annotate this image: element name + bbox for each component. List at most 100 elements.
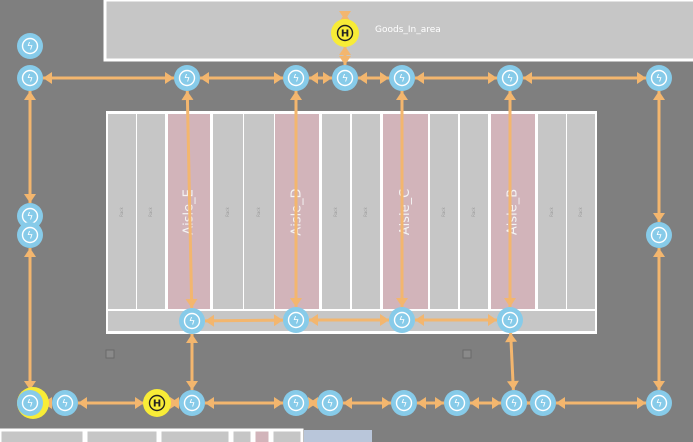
charging-node-icon[interactable]: ϟ — [497, 65, 523, 91]
node-glyph: ϟ — [327, 399, 334, 410]
charging-node-icon[interactable]: ϟ — [17, 65, 43, 91]
node-glyph: ϟ — [656, 231, 663, 242]
rack-label: Rack — [363, 206, 368, 216]
charging-node-icon[interactable]: ϟ — [501, 390, 527, 416]
path-arrow-icon — [185, 298, 198, 309]
node-glyph: ϟ — [189, 317, 196, 328]
node-glyph: ϟ — [511, 399, 518, 410]
rack-column[interactable] — [322, 114, 350, 309]
path-arrow-icon — [358, 72, 367, 84]
home-station-icon[interactable]: H — [331, 19, 359, 47]
rack-column[interactable] — [567, 114, 595, 309]
path-arrow-icon — [309, 72, 318, 84]
path-arrow-icon — [43, 72, 52, 84]
path-arrow-icon — [505, 332, 518, 343]
path-arrow-icon — [290, 298, 302, 307]
charging-node-icon[interactable]: ϟ — [52, 390, 78, 416]
charging-node-icon[interactable]: ϟ — [391, 390, 417, 416]
charging-node-icon[interactable]: ϟ — [389, 307, 415, 333]
node-glyph: ϟ — [189, 399, 196, 410]
rack-column[interactable] — [213, 114, 243, 309]
rack-column[interactable] — [137, 114, 165, 309]
path-arrow-icon — [24, 381, 36, 390]
charging-node-icon[interactable]: ϟ — [174, 65, 200, 91]
goods-in-area[interactable] — [103, 0, 693, 62]
node-glyph: ϟ — [293, 399, 300, 410]
charging-node-icon[interactable]: ϟ — [17, 33, 43, 59]
charging-node-icon[interactable]: ϟ — [530, 390, 556, 416]
bottom-zone-5 — [252, 428, 272, 442]
charging-node-icon[interactable]: ϟ — [283, 307, 309, 333]
route-segment[interactable] — [509, 332, 515, 391]
home-glyph: H — [341, 29, 349, 40]
home-station-icon[interactable]: H — [143, 389, 171, 417]
path-arrow-icon — [653, 381, 665, 390]
charging-node-icon[interactable]: ϟ — [444, 390, 470, 416]
charging-node-icon[interactable]: ϟ — [179, 390, 205, 416]
charging-node-icon[interactable]: ϟ — [389, 65, 415, 91]
path-arrow-icon — [556, 397, 565, 409]
charging-node-icon[interactable]: ϟ — [17, 222, 43, 248]
bottom-zone-3 — [158, 428, 232, 442]
path-arrow-icon — [24, 194, 36, 203]
node-glyph: ϟ — [293, 316, 300, 327]
path-arrow-icon — [653, 248, 665, 257]
node-glyph: ϟ — [293, 74, 300, 85]
charging-node-icon[interactable]: ϟ — [283, 65, 309, 91]
path-arrow-icon — [653, 213, 665, 222]
path-arrow-icon — [417, 397, 426, 409]
route-segment[interactable] — [204, 318, 284, 323]
path-arrow-icon — [470, 397, 479, 409]
charging-node-icon[interactable]: ϟ — [646, 65, 672, 91]
rack-column[interactable] — [244, 114, 274, 309]
node-glyph: ϟ — [399, 316, 406, 327]
rack-label: Rack — [148, 206, 153, 216]
aisle-label: Aisle_B — [506, 189, 521, 235]
charging-node-icon[interactable]: ϟ — [497, 307, 523, 333]
path-arrow-icon — [343, 397, 352, 409]
charging-node-icon[interactable]: ϟ — [179, 308, 205, 334]
home-glyph: H — [153, 399, 161, 410]
charging-node-icon[interactable]: ϟ — [646, 222, 672, 248]
charging-node-icon[interactable]: ϟ — [317, 390, 343, 416]
path-arrow-icon — [396, 298, 408, 307]
rack-column[interactable] — [352, 114, 380, 309]
path-arrow-icon — [339, 11, 351, 20]
path-arrow-icon — [339, 46, 351, 55]
node-glyph: ϟ — [454, 399, 461, 410]
path-arrow-icon — [435, 397, 444, 409]
path-arrow-icon — [523, 72, 532, 84]
node-glyph: ϟ — [27, 399, 34, 410]
charging-node-icon[interactable]: ϟ — [283, 390, 309, 416]
node-glyph: ϟ — [540, 399, 547, 410]
path-arrow-icon — [637, 397, 646, 409]
charging-node-icon[interactable]: ϟ — [646, 390, 672, 416]
rack-column[interactable] — [460, 114, 488, 309]
path-arrow-icon — [492, 397, 501, 409]
route-segment[interactable] — [185, 90, 194, 309]
bottom-zone-2 — [84, 428, 160, 442]
node-glyph: ϟ — [656, 74, 663, 85]
path-arrow-icon — [274, 397, 283, 409]
charging-node-icon[interactable]: ϟ — [17, 390, 43, 416]
rack-label: Rack — [256, 206, 261, 216]
charging-node-icon[interactable]: ϟ — [332, 65, 358, 91]
path-arrow-icon — [504, 91, 516, 100]
path-arrow-icon — [186, 334, 198, 343]
node-glyph: ϟ — [507, 74, 514, 85]
node-glyph: ϟ — [27, 212, 34, 223]
rack-column[interactable] — [108, 114, 136, 309]
aisle-zone[interactable] — [383, 114, 428, 309]
node-glyph: ϟ — [27, 231, 34, 242]
rack-column[interactable] — [538, 114, 566, 309]
bottom-zone-4 — [230, 428, 254, 442]
path-arrow-icon — [323, 72, 332, 84]
rack-column[interactable] — [430, 114, 458, 309]
aisle-zone[interactable] — [491, 114, 535, 309]
path-arrow-icon — [637, 72, 646, 84]
path-arrow-icon — [290, 91, 302, 100]
rack-label: Rack — [471, 206, 476, 216]
path-arrow-icon — [135, 397, 144, 409]
